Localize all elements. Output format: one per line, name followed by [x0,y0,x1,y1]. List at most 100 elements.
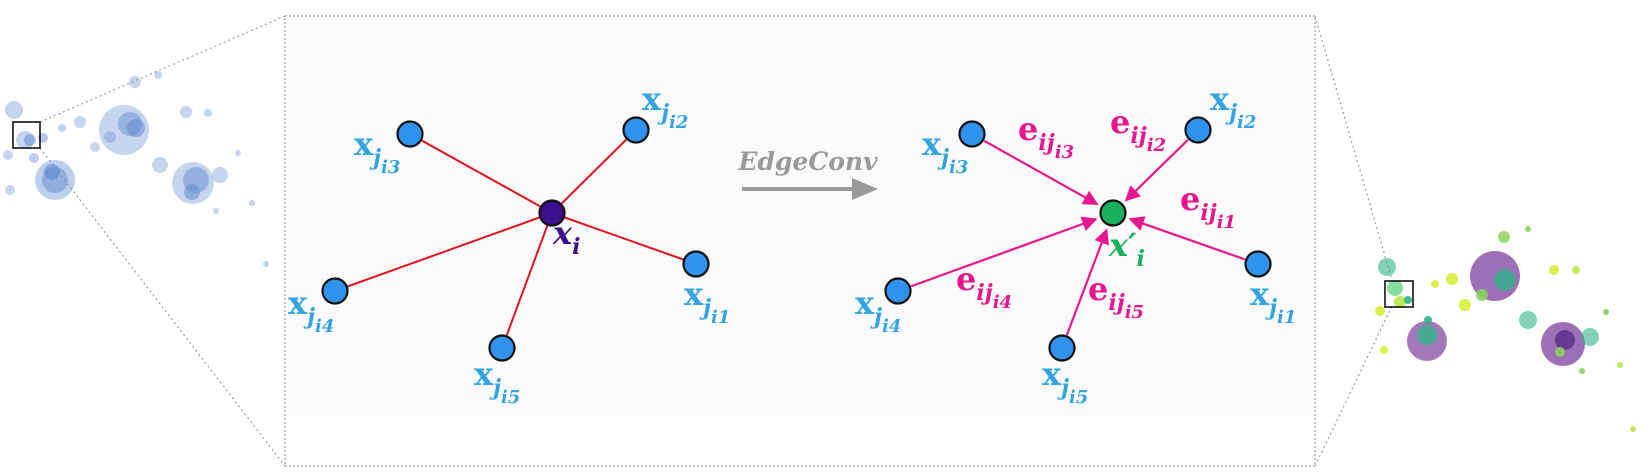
cloud-point [3,150,13,160]
cloud-point [213,208,219,214]
neighbor-node-j2 [1184,116,1212,144]
cloud-point [152,157,168,173]
cloud-point [1404,296,1412,304]
zoom-connector-right-bottom [1314,305,1393,467]
neighbor-node-j4 [884,277,912,305]
neighbor-node-j1 [682,250,710,278]
neighbor-label-j2-base: x [642,80,662,118]
edgeconv-label: EdgeConv [737,147,878,176]
edge-feature-label-j1: eiji1 [1180,180,1236,233]
cloud-point [1446,273,1458,285]
edge-feature-label-j3: eiji3 [1018,110,1074,163]
neighbor-label-j4-subsub: i4 [315,316,334,337]
neighbor-label-j2-subsub: i2 [1237,112,1256,133]
cloud-point [212,167,228,183]
output-label-base: x′ [1108,226,1137,264]
cloud-point [127,119,145,137]
edge-feature-label-j4: eiji4 [956,260,1012,313]
edge-feature-label-j5: eiji5 [1088,270,1144,323]
neighbor-label-j4-subsub: i4 [882,316,901,337]
cloud-point [1555,330,1575,350]
cloud-point [263,261,269,267]
cloud-point [1519,311,1537,329]
edge-feature-label-j3-base: e [1018,110,1038,148]
neighbor-node-j5 [488,334,516,362]
edge-feature-label-j5-subsub: i5 [1125,302,1144,323]
output-label: x′i [1108,226,1145,272]
edge-arrow-j3 [983,139,1099,206]
cloud-point [58,124,66,132]
edge-feature-label-j2: eiji2 [1110,103,1166,156]
neighbor-label-j1-subsub: i1 [711,307,730,328]
edge-arrow-j1 [1128,216,1246,261]
cloud-point [29,153,39,163]
cloud-point [154,71,162,79]
neighbor-label-j5-subsub: i5 [501,387,520,408]
cloud-point [1581,328,1599,346]
cloud-point [1494,269,1516,291]
neighbor-label-j3: xji3 [922,125,968,178]
edge-arrow-j5 [1065,228,1109,336]
neighbor-label-j4-base: x [855,284,875,322]
edge-feature-label-j1-sub: ij [1200,200,1216,226]
cloud-point [249,200,255,206]
neighbor-label-j1: xji1 [1250,275,1296,328]
edge-j5 [501,212,553,349]
cloud-point [1378,258,1396,276]
neighbor-label-j2-base: x [1210,80,1230,118]
cloud-point [235,150,241,156]
cloud-point [99,105,149,155]
cloud-point [1380,346,1388,354]
cloud-point [1394,296,1406,308]
edge-feature-label-j2-sub: ij [1130,123,1146,149]
edge-j1 [551,212,697,265]
cloud-point [1617,362,1623,368]
edge-feature-label-j4-subsub: i4 [993,292,1012,313]
cloud-point [1498,231,1510,243]
neighbor-node-j1 [1244,250,1272,278]
edge-j4 [334,212,553,292]
output-node [1099,199,1127,227]
output-graph: xji1eiji1xji2eiji2xji3eiji3xji4eiji4xji5… [855,80,1296,408]
zoom-connector-right-top [1314,15,1393,281]
neighbor-node-j2 [622,116,650,144]
cloud-point [24,134,36,146]
edge-feature-label-j3-sub: ij [1038,130,1054,156]
point-cloud-output-zoom-box [1384,280,1414,308]
cloud-point [1387,280,1403,296]
cloud-point [1424,316,1432,324]
cloud-point [1417,325,1437,345]
center-label-sub: i [572,234,580,260]
edge-j3 [409,133,553,214]
cloud-point [1549,265,1559,275]
cloud-point [1579,368,1585,374]
edge-feature-label-j1-subsub: i1 [1217,212,1236,233]
cloud-point [204,109,212,117]
point-cloud-input [3,71,269,267]
neighbor-label-j3-base: x [354,125,374,163]
cloud-point [90,142,100,152]
cloud-point [1525,226,1531,232]
neighbor-label-j3: xji3 [354,125,400,178]
center-node [538,199,566,227]
zoom-connector-left-top [39,15,286,123]
cloud-point [1431,280,1439,288]
neighbor-label-j5-subsub: i5 [1069,387,1088,408]
edge-arrow-j4 [910,216,1098,288]
cloud-point [129,76,141,88]
cloud-point [74,116,86,128]
zoom-connector-left-bottom [39,147,286,467]
neighbor-label-j5-base: x [1042,355,1062,393]
cloud-point [172,162,214,204]
output-label-sub: i [1137,246,1145,272]
neighbor-node-j5 [1048,334,1076,362]
edgeconv-arrow: EdgeConv [737,147,878,200]
edge-feature-label-j3-subsub: i3 [1055,142,1074,163]
cloud-point [1459,299,1471,311]
neighbor-label-j5: xji5 [474,355,520,408]
neighbor-label-j2-subsub: i2 [669,112,688,133]
cloud-point [180,106,192,118]
point-cloud-input-zoom-box [12,121,41,149]
edge-feature-label-j2-subsub: i2 [1147,135,1166,156]
